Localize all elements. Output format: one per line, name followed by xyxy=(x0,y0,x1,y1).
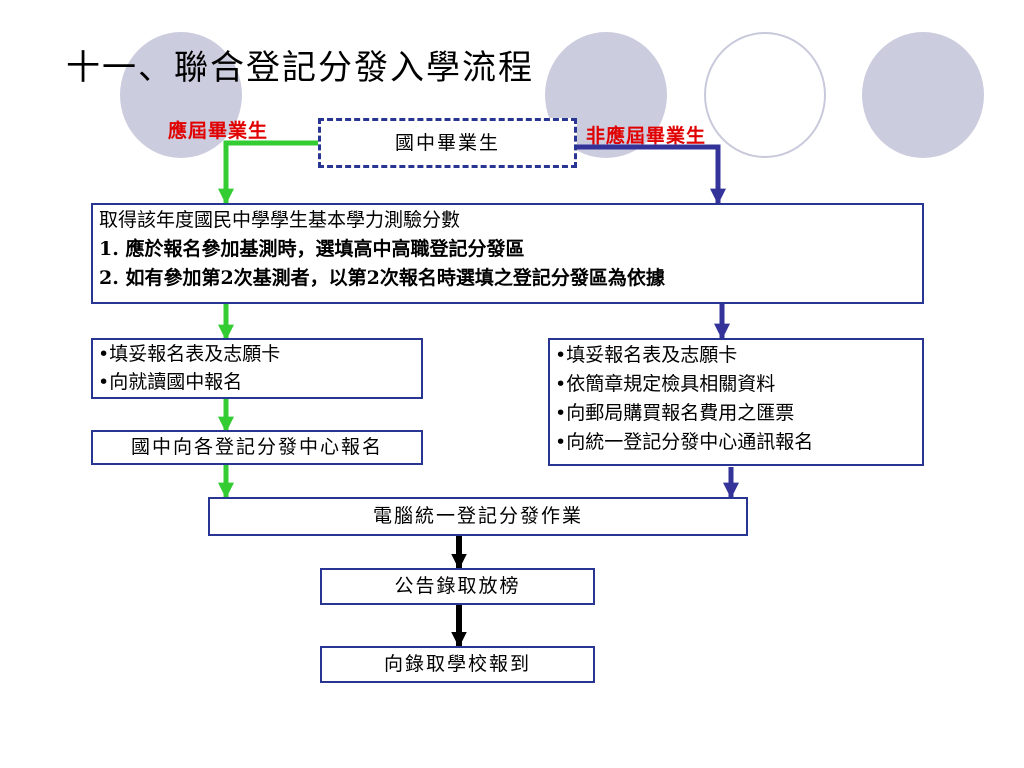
test-line-3: 2. 如有參加第2次基測者，以第2次報名時選填之登記分發區為依據 xyxy=(99,267,665,289)
list-item: •依簡章規定檢具相關資料 xyxy=(555,373,776,395)
page-title: 十一、聯合登記分發入學流程 xyxy=(66,48,534,88)
node-right-steps: •填妥報名表及志願卡 •依簡章規定檢具相關資料 •向郵局購買報名費用之匯票 •向… xyxy=(548,338,924,466)
list-item: •向郵局購買報名費用之匯票 xyxy=(555,402,795,424)
decorative-circle-outline xyxy=(704,32,826,158)
blue-path-arrow xyxy=(576,144,727,205)
decorative-circle xyxy=(862,32,984,158)
node-computer-allocation: 電腦統一登記分發作業 xyxy=(208,497,748,536)
list-item: •填妥報名表及志願卡 xyxy=(555,344,738,366)
start-node-graduates: 國中畢業生 xyxy=(318,118,577,168)
node-report-to-school: 向錄取學校報到 xyxy=(320,646,595,683)
node-left-register: 國中向各登記分發中心報名 xyxy=(91,430,423,465)
decorative-circle xyxy=(120,32,242,158)
list-item: •向就讀國中報名 xyxy=(98,371,243,393)
label-fresh-graduates: 應屆畢業生 xyxy=(168,120,269,142)
test-line-2: 1. 應於報名參加基測時，選填高中高職登記分發區 xyxy=(99,238,525,260)
list-item: •填妥報名表及志願卡 xyxy=(98,343,281,365)
node-announce-results: 公告錄取放榜 xyxy=(320,568,595,605)
test-line-1: 取得該年度國民中學學生基本學力測驗分數 xyxy=(99,209,461,231)
label-non-fresh-graduates: 非應屆畢業生 xyxy=(586,125,707,147)
node-basic-test-score: 取得該年度國民中學學生基本學力測驗分數 1. 應於報名參加基測時，選填高中高職登… xyxy=(91,203,924,304)
node-left-steps: •填妥報名表及志願卡 •向就讀國中報名 xyxy=(91,338,423,399)
list-item: •向統一登記分發中心通訊報名 xyxy=(555,431,814,453)
green-path-arrow xyxy=(217,140,318,205)
